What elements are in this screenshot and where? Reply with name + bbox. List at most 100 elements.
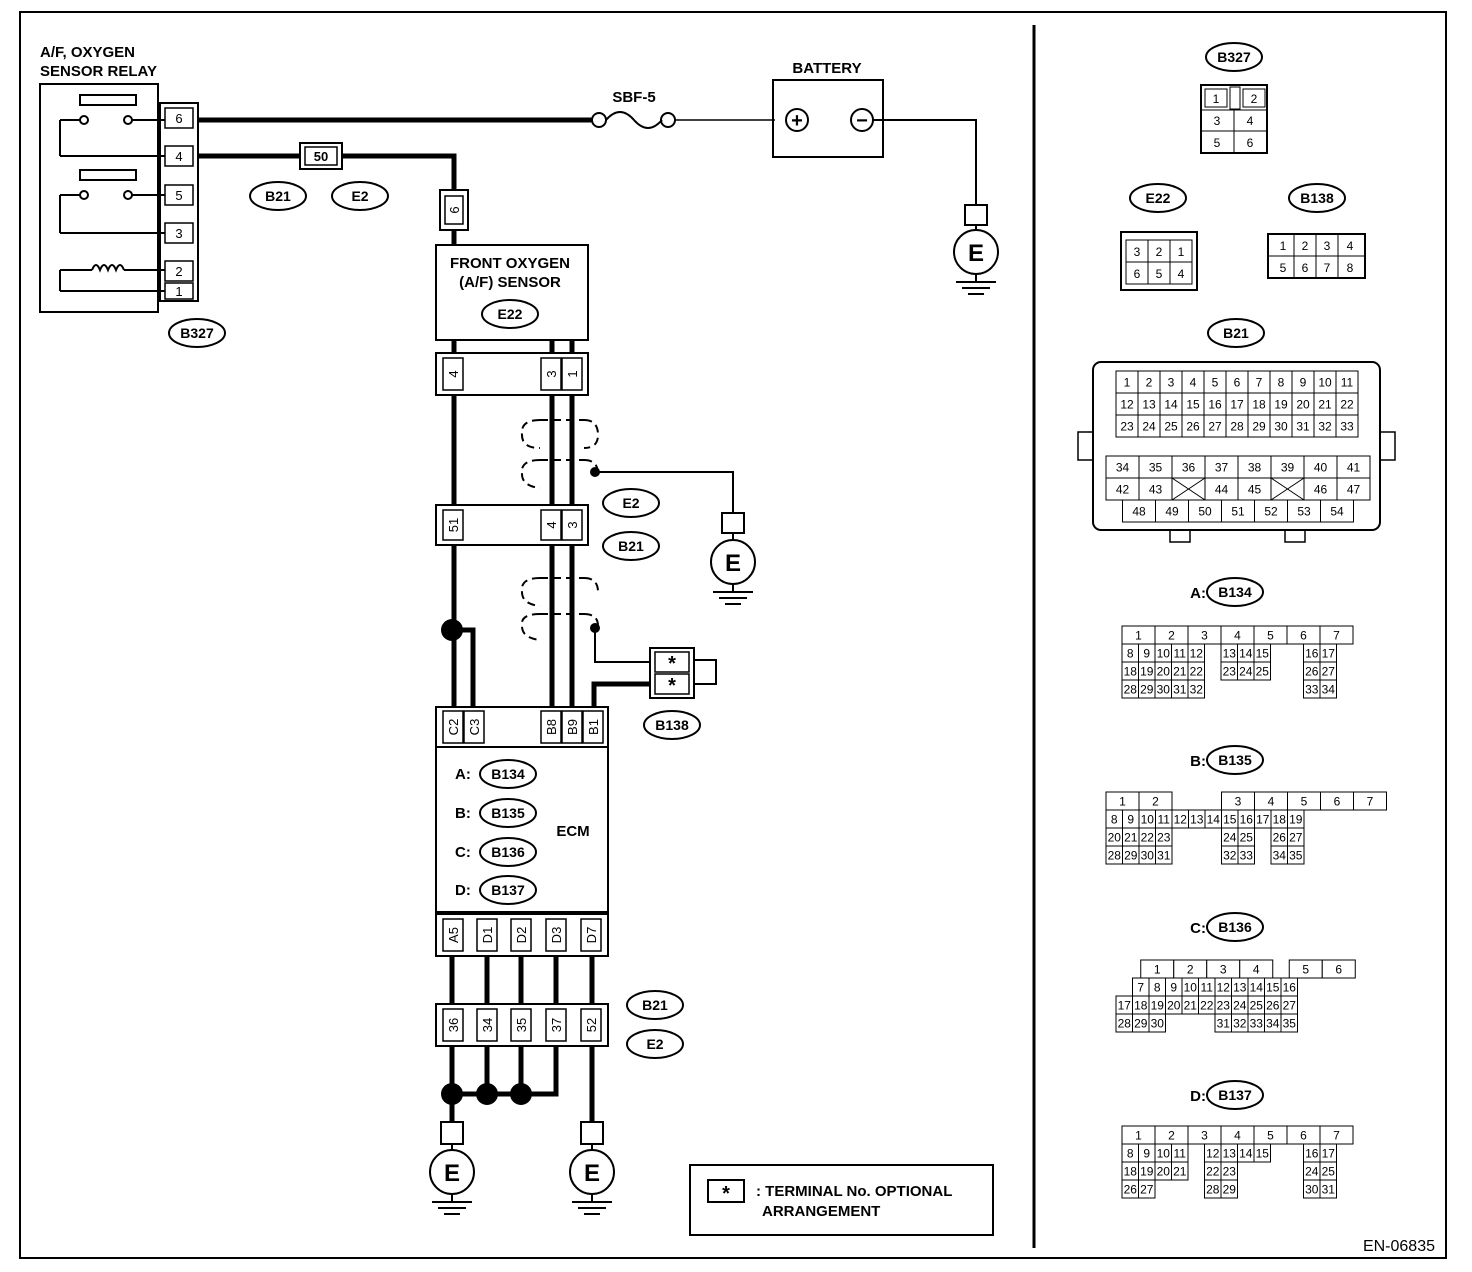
pin-number: 30 [1151, 1017, 1165, 1031]
pin-number: 17 [1322, 647, 1336, 661]
b138-connector: * * B138 [643, 647, 717, 740]
pin-number: 25 [1164, 420, 1178, 434]
relay: A/F, OXYGEN SENSOR RELAY 6 4 [39, 44, 226, 348]
pin-number: 53 [1297, 505, 1311, 519]
pin-number: 6 [1300, 629, 1307, 643]
ecm-bottom-pin: D7 [584, 927, 599, 944]
junction-bottom-pin: 36 [446, 1018, 461, 1032]
pin-number: 24 [1233, 999, 1247, 1013]
view-pin: 5 [1214, 136, 1221, 150]
pin-number: 12 [1174, 813, 1188, 827]
pin-number: 15 [1223, 813, 1237, 827]
pin-number: 22 [1340, 398, 1354, 412]
pin-number: 17 [1256, 813, 1270, 827]
pin-number: 21 [1124, 831, 1138, 845]
legend-text-line1: : TERMINAL No. OPTIONAL [756, 1183, 952, 1200]
junction-connector: B21 [618, 538, 644, 554]
ecm-top-pin: B8 [544, 719, 559, 735]
ground-label: E [584, 1160, 600, 1187]
ecm-bottom-pin: A5 [446, 927, 461, 943]
ecm-bottom-pin: D2 [514, 927, 529, 944]
ecm-top-pin: C2 [446, 719, 461, 736]
pin-number: 1 [1119, 795, 1126, 809]
ecm-title: ECM [556, 823, 589, 840]
ecm-connector-code: B134 [491, 766, 525, 782]
view-pin: 7 [1324, 261, 1331, 275]
legend-symbol: * [722, 1183, 730, 1205]
fuse-label: SBF-5 [612, 89, 655, 106]
view-pin: 5 [1280, 261, 1287, 275]
view-title: B327 [1217, 49, 1251, 65]
pin-number: 10 [1157, 647, 1171, 661]
junction-bottom-pin: 37 [549, 1018, 564, 1032]
pin-number: 24 [1239, 665, 1253, 679]
pin-number: 13 [1223, 647, 1237, 661]
pin-number: 13 [1190, 813, 1204, 827]
b138-pin: * [668, 675, 676, 697]
pin-number: 7 [1333, 1129, 1340, 1143]
pin-number: 48 [1132, 505, 1146, 519]
pin-number: 2 [1168, 1129, 1175, 1143]
pin-cell [1148, 1013, 1166, 1033]
pin-number: 12 [1120, 398, 1134, 412]
ecm-connector-code: B137 [491, 882, 525, 898]
relay-connector-label: B327 [180, 325, 214, 341]
pin-number: 7 [1137, 981, 1144, 995]
view-b138: B138 1 2 3 4 5 6 7 8 [1267, 183, 1366, 279]
pin-cell [1187, 679, 1205, 699]
pin-number: 9 [1143, 1147, 1150, 1161]
pin-number: 37 [1215, 461, 1229, 475]
junction-50-connector: B21 [265, 188, 291, 204]
pin-cell [1253, 1143, 1271, 1163]
view-title: B21 [1223, 325, 1249, 341]
ecm-bottom-pin: D3 [549, 927, 564, 944]
pin-number: 12 [1190, 647, 1204, 661]
ecm-connector-code: B136 [491, 844, 525, 860]
pin-number: 22 [1206, 1165, 1220, 1179]
pin-number: 16 [1283, 981, 1297, 995]
pin-number: 46 [1314, 483, 1328, 497]
pin-number: 14 [1207, 813, 1221, 827]
pin-number: 19 [1274, 398, 1288, 412]
pin-number: 17 [1230, 398, 1244, 412]
blank-pin-cross [1270, 477, 1305, 501]
pin-number: 23 [1223, 665, 1237, 679]
pin-number: 34 [1273, 849, 1287, 863]
relay-title-line2: SENSOR RELAY [40, 63, 157, 80]
pin-number: 35 [1283, 1017, 1297, 1031]
pin-number: 47 [1347, 483, 1361, 497]
pin-number: 35 [1289, 849, 1303, 863]
b138-label: B138 [655, 717, 689, 733]
sensor-title-line1: FRONT OXYGEN [450, 255, 570, 272]
view-pin: 6 [1134, 267, 1141, 281]
ground-label: E [725, 550, 741, 577]
sensor-top-pin: 6 [447, 206, 462, 213]
pin-number: 23 [1223, 1165, 1237, 1179]
pin-number: 1 [1135, 1129, 1142, 1143]
pin-number: 38 [1248, 461, 1262, 475]
ground-ecm-1: E [429, 1121, 475, 1215]
junction-pin: 51 [446, 518, 461, 532]
pin-number: 2 [1187, 963, 1194, 977]
pin-number: 33 [1250, 1017, 1264, 1031]
pin-number: 28 [1108, 849, 1122, 863]
pin-number: 5 [1302, 963, 1309, 977]
pin-number: 6 [1300, 1129, 1307, 1143]
view-pin: 5 [1156, 267, 1163, 281]
view-pin: 2 [1251, 92, 1258, 106]
view-pin: 4 [1247, 114, 1254, 128]
pin-number: 11 [1174, 1147, 1187, 1161]
ground-battery: E [953, 204, 999, 295]
pin-number: 35 [1149, 461, 1163, 475]
view-title-code: B134 [1218, 584, 1252, 600]
ecm-bottom-pin: D1 [480, 927, 495, 944]
pin-number: 4 [1190, 376, 1197, 390]
pin-cell [1220, 1179, 1238, 1199]
pin-cell [1353, 791, 1387, 811]
ecm-bottom-connector: A5 D1 D2 D3 D7 [435, 913, 609, 957]
pin-number: 20 [1157, 1165, 1171, 1179]
junction-50-pin: 50 [314, 149, 328, 164]
